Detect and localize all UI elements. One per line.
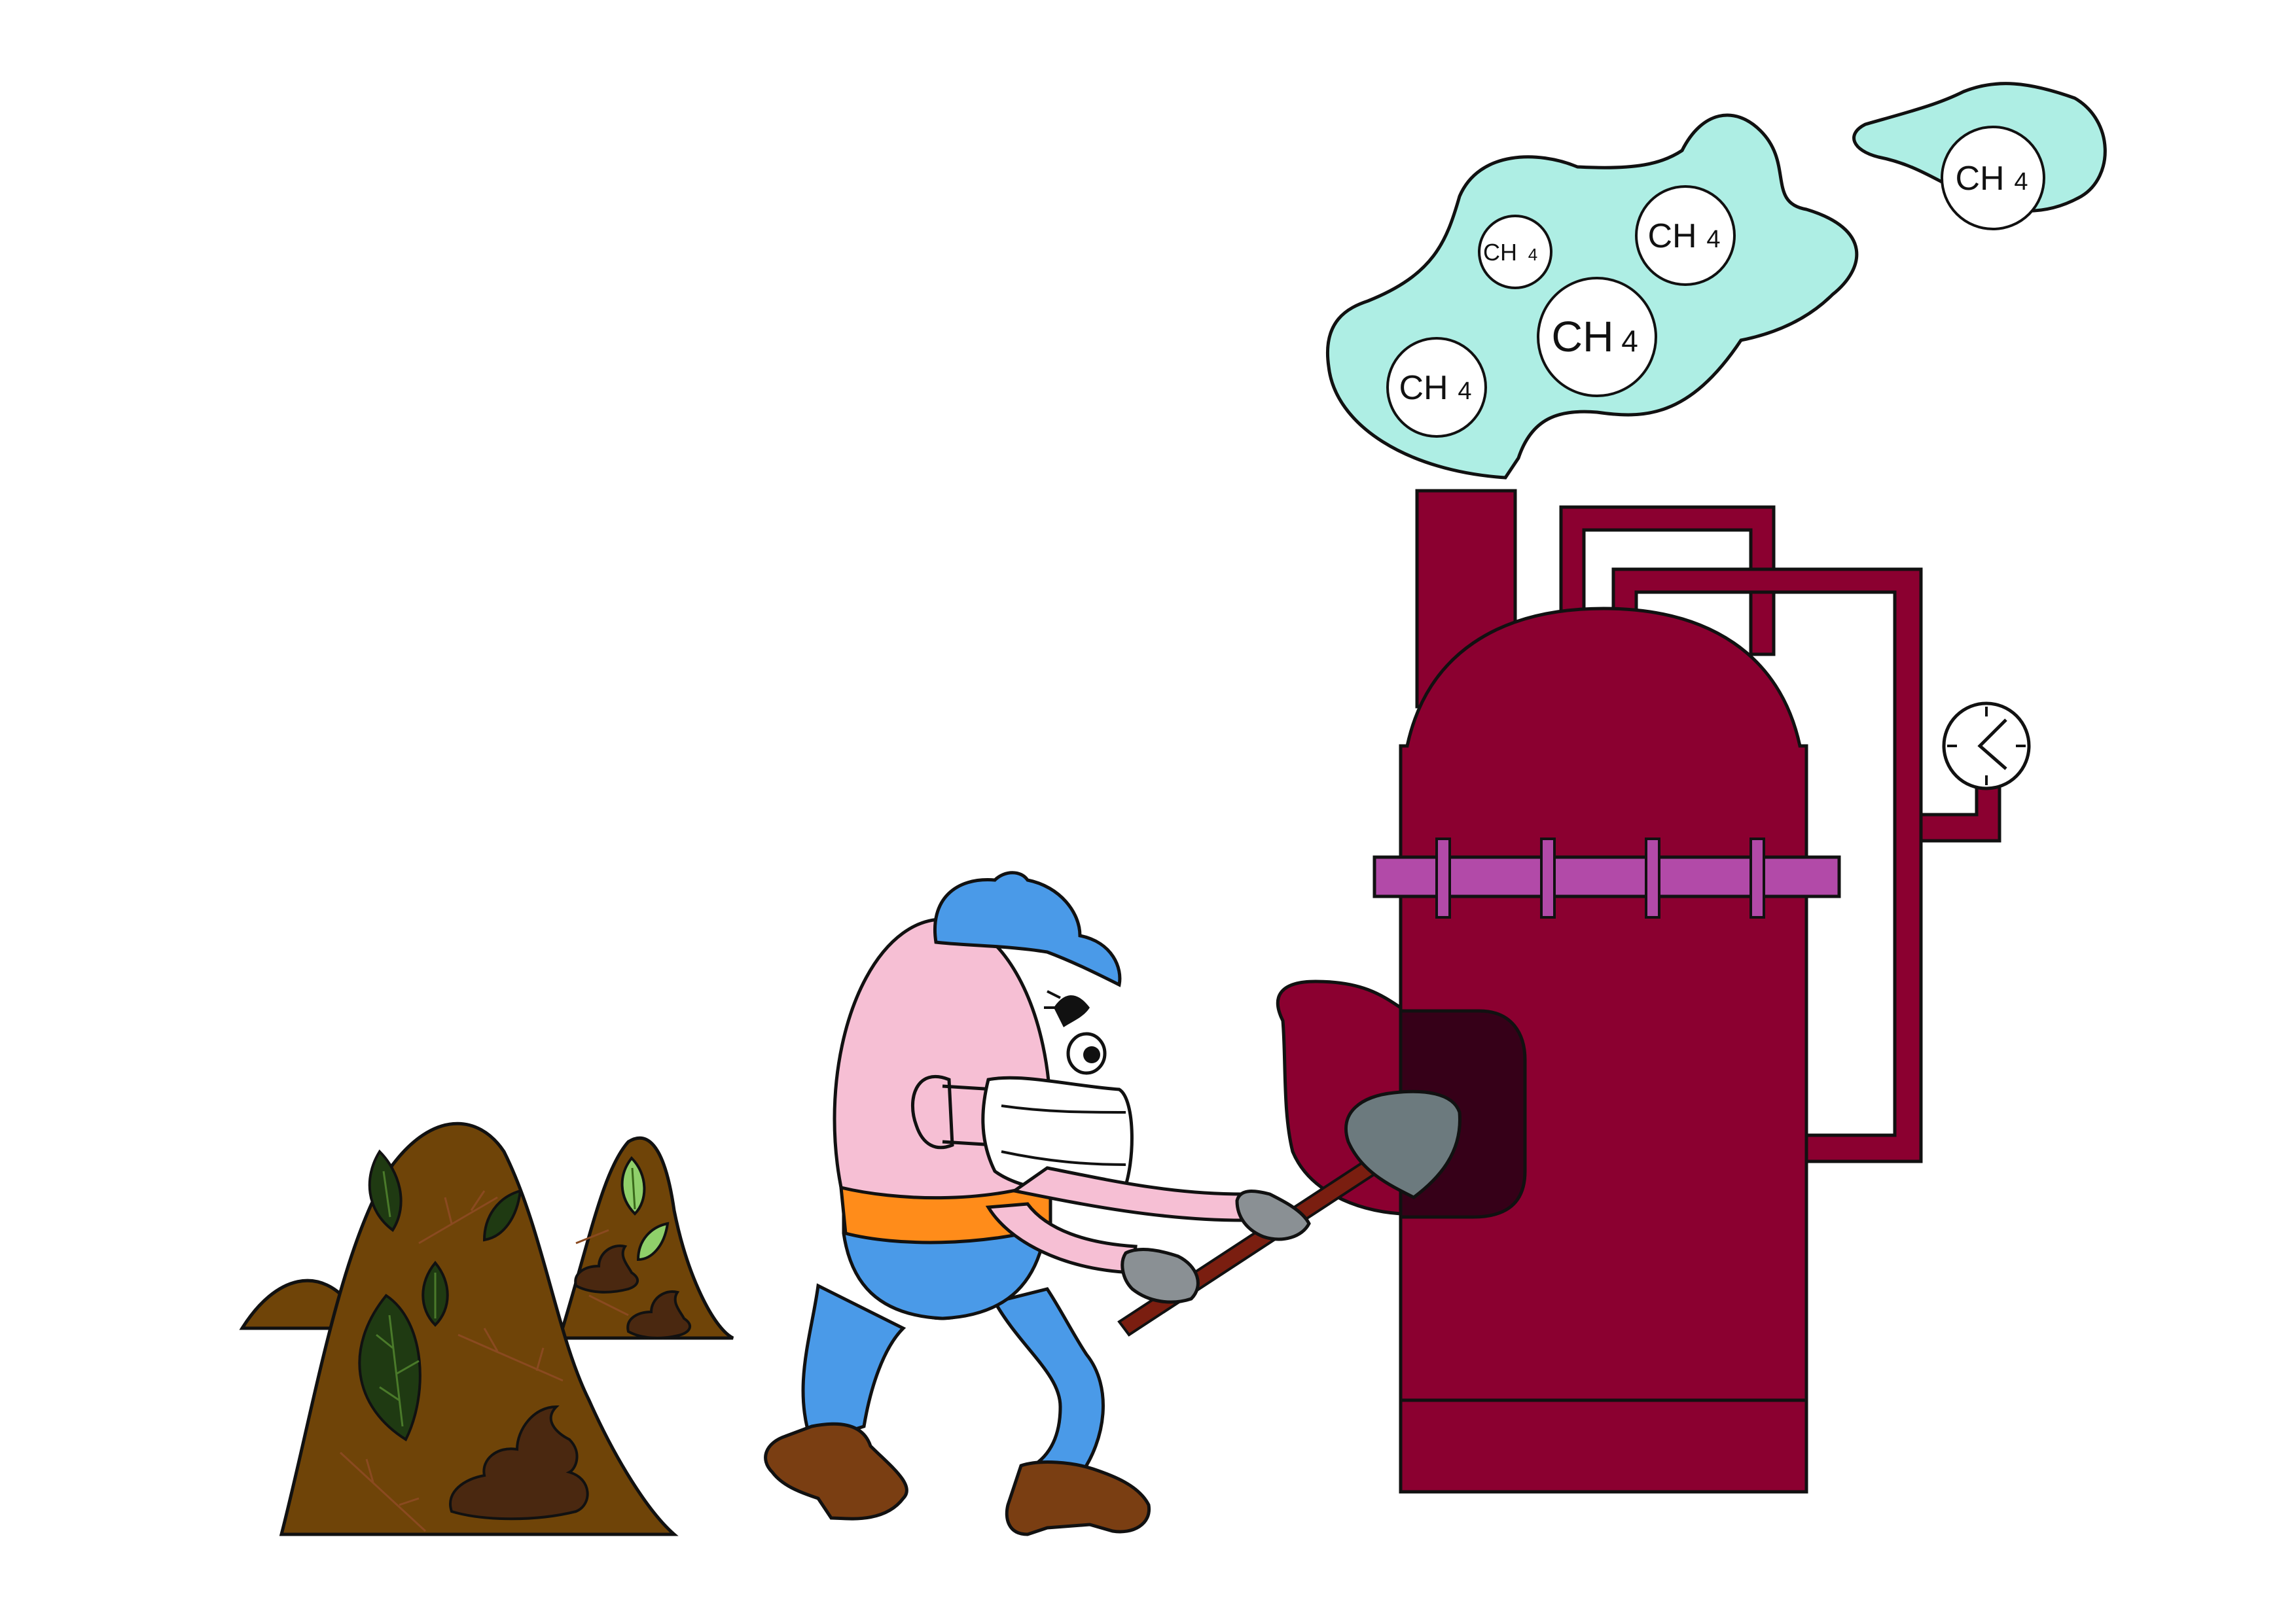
ch4-molecule: CH 4 — [1941, 126, 2045, 230]
ch4-label: CH — [1647, 217, 1696, 255]
worker-glove-back — [1121, 1248, 1200, 1304]
worker-eye — [1044, 990, 1107, 1075]
worker-ear — [910, 1074, 954, 1150]
digester-tank — [1399, 607, 1808, 1494]
dirt-pile-main — [279, 1121, 679, 1536]
ch4-molecule: CH 4 — [1537, 277, 1657, 397]
worker-boot-back — [764, 1422, 908, 1521]
dung-icon — [449, 1405, 589, 1521]
ch4-subscript: 4 — [1528, 245, 1537, 264]
ch4-molecule: CH 4 — [1478, 215, 1552, 289]
worker-character — [764, 871, 1462, 1536]
ch4-label: CH — [1399, 369, 1448, 407]
dung-icon — [574, 1244, 639, 1294]
leaf-icon — [620, 1156, 646, 1216]
worker-belt — [839, 1178, 1052, 1244]
leaf-icon — [422, 1260, 449, 1327]
leaf-icon — [482, 1189, 522, 1242]
ch4-subscript: 4 — [1706, 226, 1720, 253]
worker-leg-back — [801, 1283, 906, 1445]
cap-icon — [933, 871, 1122, 987]
dung-icon — [626, 1290, 691, 1339]
ch4-subscript: 4 — [1621, 324, 1638, 358]
leaf-icon — [368, 1149, 403, 1232]
ch4-subscript: 4 — [1458, 378, 1471, 405]
worker-glove-front — [1235, 1190, 1311, 1241]
ch4-subscript: 4 — [2014, 168, 2028, 196]
worker-boot-front — [1005, 1460, 1151, 1536]
gauge-icon — [1942, 701, 2031, 790]
ch4-label: CH — [1483, 239, 1517, 266]
leaf-icon — [636, 1222, 670, 1262]
leaf-icon — [358, 1294, 422, 1441]
ch4-molecule: CH 4 — [1386, 337, 1487, 438]
ch4-molecule: CH 4 — [1635, 185, 1736, 286]
ch4-label: CH — [1955, 160, 2004, 198]
twigs — [339, 1190, 629, 1532]
worker-leg-front — [992, 1287, 1105, 1477]
ch4-label: CH — [1551, 312, 1613, 361]
biogas-digester — [1276, 489, 2031, 1494]
